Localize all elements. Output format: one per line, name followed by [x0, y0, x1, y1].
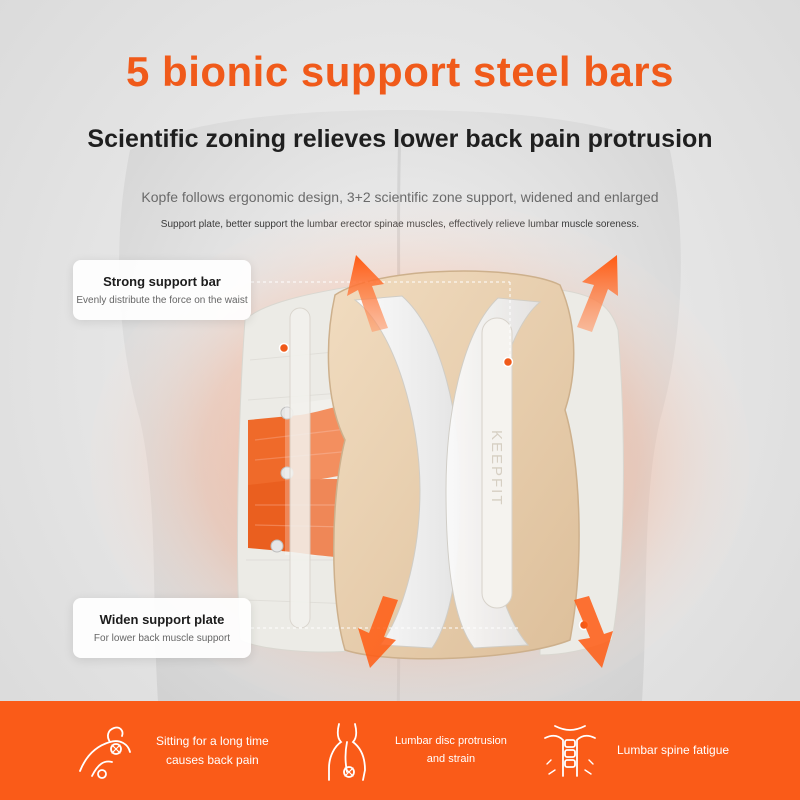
callout-dot-bar — [278, 342, 290, 354]
feature-bar: Sitting for a long time causes back pain… — [0, 701, 800, 800]
brand-mark: KEEPFIT — [488, 430, 505, 507]
feature-label-line1: Sitting for a long time — [156, 733, 269, 748]
lumbar-disc-icon — [328, 722, 366, 781]
callout-support-bar: Strong support bar Evenly distribute the… — [73, 260, 251, 320]
feature-label-line2: causes back pain — [166, 752, 259, 767]
feature-label-line2: and strain — [426, 752, 476, 765]
feature-lumbar-disc: Lumbar disc protrusion and strain — [315, 701, 507, 800]
feature-label-line1: Lumbar spine fatigue — [617, 743, 730, 758]
arrow-down-left-icon — [358, 596, 398, 668]
callout-title: Widen support plate — [99, 612, 225, 627]
description-line-1: Kopfe follows ergonomic design, 3+2 scie… — [141, 189, 659, 205]
callout-dot-center — [502, 356, 514, 368]
callout-support-plate: Widen support plate For lower back muscl… — [73, 598, 251, 658]
page-subtitle: Scientific zoning relieves lower back pa… — [87, 125, 713, 153]
feature-sitting: Sitting for a long time causes back pain — [72, 701, 269, 800]
side-steel-bar — [289, 307, 311, 629]
callout-title: Strong support bar — [103, 274, 221, 289]
callout-subtitle: For lower back muscle support — [93, 633, 231, 644]
arrow-down-right-icon — [574, 596, 613, 668]
buckle-3 — [270, 539, 284, 553]
callout-subtitle: Evenly distribute the force on the waist — [76, 295, 248, 306]
spine-fatigue-icon — [544, 724, 596, 777]
arrow-up-left-icon — [347, 255, 388, 332]
left-support-plate — [353, 295, 461, 649]
arrow-up-right-icon — [577, 255, 618, 332]
sitting-back-pain-icon — [79, 726, 131, 779]
center-steel-bar — [481, 317, 513, 609]
feature-label-line1: Lumbar disc protrusion — [395, 735, 507, 748]
feature-spine-fatigue: Lumbar spine fatigue — [535, 701, 729, 800]
page-title: 5 bionic support steel bars — [126, 48, 674, 95]
